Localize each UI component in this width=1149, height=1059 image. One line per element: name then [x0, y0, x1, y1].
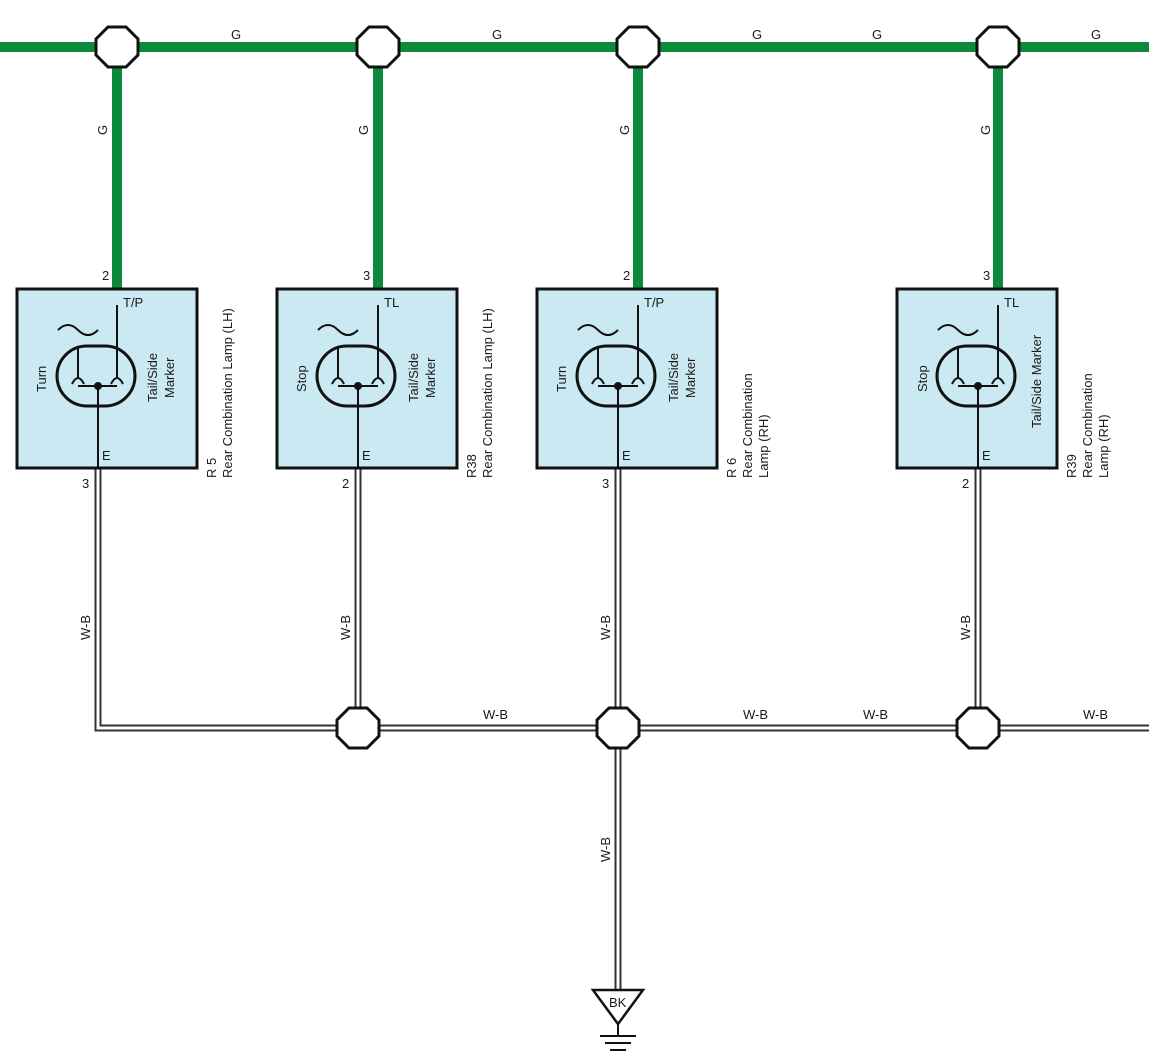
terminal-bottom: E [362, 448, 371, 463]
top-bus-label: G [1091, 27, 1101, 42]
splice-bottom-2 [595, 706, 641, 750]
bulb-icon [575, 305, 657, 468]
top-bus-label: G [872, 27, 882, 42]
terminal-top: TL [384, 295, 399, 310]
connector-name: Lamp (RH) [756, 414, 771, 478]
lamp-r39: 3 TL E 2 Stop Tail/Side Marker R39 Rear … [895, 268, 1111, 491]
bulb-icon [55, 305, 137, 468]
connector-name: Rear Combination [740, 373, 755, 478]
drop-wire-label-r5: G [95, 125, 110, 135]
connector-id: R39 [1064, 454, 1079, 478]
ground-symbol [590, 988, 646, 1051]
splice-bottom-3 [955, 706, 1001, 750]
filament-right-label: Marker [423, 357, 438, 398]
filament-left-label: Turn [34, 366, 49, 392]
connector-name: Rear Combination [1080, 373, 1095, 478]
lamp-r6: 2 T/P E 3 Turn Tail/Side Marker R 6 Rear… [535, 268, 771, 491]
wb-label-r38: W-B [338, 615, 353, 640]
bottom-bus-label: W-B [1083, 707, 1108, 722]
bottom-bus-label: W-B [743, 707, 768, 722]
terminal-top: T/P [123, 295, 143, 310]
splice-top-4 [975, 25, 1021, 69]
pin-bottom: 2 [962, 476, 969, 491]
filament-right-label: Tail/Side [406, 353, 421, 402]
filament-right-label: Tail/Side [145, 353, 160, 402]
drop-wire-label-r39: G [978, 125, 993, 135]
connector-id: R 6 [724, 458, 739, 478]
terminal-bottom: E [102, 448, 111, 463]
connector-name: Rear Combination Lamp (LH) [220, 308, 235, 478]
terminal-top: TL [1004, 295, 1019, 310]
splice-top-3 [615, 25, 661, 69]
connector-name: Lamp (RH) [1096, 414, 1111, 478]
pin-top: 2 [623, 268, 630, 283]
pin-bottom: 3 [602, 476, 609, 491]
connector-id: R 5 [204, 458, 219, 478]
pin-top: 2 [102, 268, 109, 283]
wb-label-ground: W-B [598, 837, 613, 862]
bottom-bus-label: W-B [863, 707, 888, 722]
lamp-r5: 2 T/P E 3 Turn Tail/Side Marker R 5 Rear… [15, 268, 235, 491]
filament-left-label: Stop [915, 365, 930, 392]
filament-right-label: Tail/Side [666, 353, 681, 402]
splice-top-2 [355, 25, 401, 69]
filament-right-label: Marker [683, 357, 698, 398]
pin-bottom: 2 [342, 476, 349, 491]
pin-bottom: 3 [82, 476, 89, 491]
drop-wire-label-r6: G [617, 125, 632, 135]
bulb-icon [315, 305, 397, 468]
bottom-bus-label: W-B [483, 707, 508, 722]
drop-wire-label-r38: G [356, 125, 371, 135]
splice-bottom-1 [335, 706, 381, 750]
filament-left-label: Turn [554, 366, 569, 392]
splice-top-1 [94, 25, 140, 69]
pin-top: 3 [363, 268, 370, 283]
bulb-icon [935, 305, 1017, 468]
connector-id: R38 [464, 454, 479, 478]
connector-name: Rear Combination Lamp (LH) [480, 308, 495, 478]
wb-label-r39: W-B [958, 615, 973, 640]
terminal-bottom: E [982, 448, 991, 463]
top-bus-label: G [492, 27, 502, 42]
top-bus-label: G [231, 27, 241, 42]
top-bus-label: G [752, 27, 762, 42]
terminal-top: T/P [644, 295, 664, 310]
lamp-r38: 3 TL E 2 Stop Tail/Side Marker R38 Rear … [275, 268, 495, 491]
wb-label-r6: W-B [598, 615, 613, 640]
pin-top: 3 [983, 268, 990, 283]
ground-label: BK [609, 995, 627, 1010]
filament-left-label: Stop [294, 365, 309, 392]
wb-label-r5: W-B [78, 615, 93, 640]
terminal-bottom: E [622, 448, 631, 463]
filament-right-label: Tail/Side Marker [1029, 334, 1044, 428]
filament-right-label: Marker [162, 357, 177, 398]
wb-wires [94, 468, 1149, 990]
